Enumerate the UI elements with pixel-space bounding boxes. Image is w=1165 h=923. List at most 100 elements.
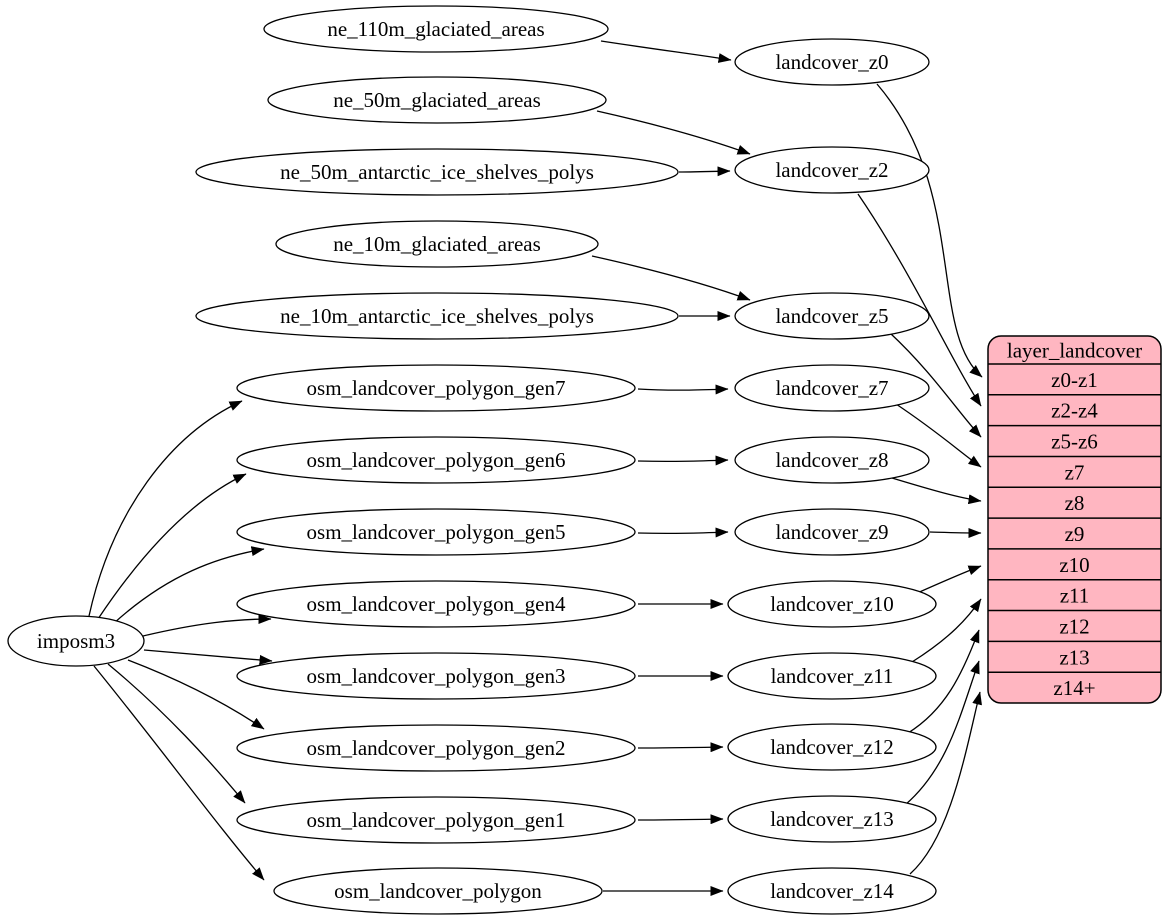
landcover-z12-shape — [727, 723, 937, 771]
landcover-z11-label: landcover_z11 — [771, 664, 894, 688]
edge-z5-to-row-z5-z6 — [889, 332, 982, 438]
osm-landcover-polygon-gen1-label: osm_landcover_polygon_gen1 — [307, 808, 566, 832]
landcover-z0-label: landcover_z0 — [775, 50, 888, 74]
node-landcover-z0: landcover_z0 — [734, 38, 930, 86]
landcover-z13-label: landcover_z13 — [770, 807, 894, 831]
landcover-z2-label: landcover_z2 — [775, 158, 888, 182]
landcover-z9-label: landcover_z9 — [775, 520, 888, 544]
landcover-z11-shape — [727, 652, 937, 700]
landcover-z8-shape — [734, 436, 930, 484]
landcover-z10-shape — [727, 580, 937, 628]
edge-gen6-to-z8 — [637, 455, 729, 466]
edge-z8-to-row-z8 — [891, 477, 982, 505]
osm-landcover-polygon-gen4-shape — [236, 580, 636, 628]
landcover-z12-label: landcover_z12 — [770, 735, 894, 759]
edge-ne10m-glaciated-to-z5 — [591, 255, 751, 301]
imposm3-label: imposm3 — [37, 629, 115, 653]
landcover-z8-label: landcover_z8 — [775, 448, 888, 472]
osm-landcover-polygon-gen1-shape — [236, 796, 636, 844]
node-osm-landcover-polygon-gen2: osm_landcover_polygon_gen2 — [236, 724, 636, 772]
ne-50m-glaciated-areas-shape — [267, 76, 607, 124]
edge-z0-to-row-z0-z1 — [876, 83, 983, 378]
record-row-z9: z9 — [1065, 522, 1085, 546]
osm-landcover-polygon-gen3-label: osm_landcover_polygon_gen3 — [307, 664, 566, 688]
node-landcover-z9: landcover_z9 — [734, 508, 930, 556]
landcover-z7-shape — [734, 364, 930, 412]
ne-110m-glaciated-areas-label: ne_110m_glaciated_areas — [327, 17, 544, 41]
node-osm-landcover-polygon-gen3: osm_landcover_polygon_gen3 — [236, 652, 636, 700]
record-title: layer_landcover — [1007, 339, 1142, 363]
osm-landcover-polygon-label: osm_landcover_polygon — [334, 879, 542, 903]
node-landcover-z8: landcover_z8 — [734, 436, 930, 484]
landcover-z5-shape — [734, 292, 930, 340]
edge-imposm3-to-gen3 — [143, 649, 273, 665]
landcover-z5-label: landcover_z5 — [775, 304, 888, 328]
node-osm-landcover-polygon: osm_landcover_polygon — [273, 867, 603, 915]
node-osm-landcover-polygon-gen4: osm_landcover_polygon_gen4 — [236, 580, 636, 628]
record-row-z12: z12 — [1059, 614, 1089, 638]
record-row-z2-z4: z2-z4 — [1051, 399, 1098, 423]
edge-z9-to-row-z9 — [929, 527, 982, 538]
imposm3-shape — [7, 615, 145, 667]
node-osm-landcover-polygon-gen6: osm_landcover_polygon_gen6 — [236, 436, 636, 484]
node-osm-landcover-polygon-gen5: osm_landcover_polygon_gen5 — [236, 508, 636, 556]
edge-gen5-to-z9 — [637, 527, 729, 538]
node-landcover-z7: landcover_z7 — [734, 364, 930, 412]
edge-ne50m-antarctic-to-z2 — [678, 166, 731, 177]
node-landcover-z10: landcover_z10 — [727, 580, 937, 628]
osm-landcover-polygon-gen5-label: osm_landcover_polygon_gen5 — [307, 520, 566, 544]
ne-10m-antarctic-ice-shelves-polys-shape — [195, 292, 679, 340]
node-landcover-z12: landcover_z12 — [727, 723, 937, 771]
node-ne-50m-antarctic-ice-shelves-polys: ne_50m_antarctic_ice_shelves_polys — [195, 148, 679, 196]
osm-landcover-polygon-gen7-shape — [236, 364, 636, 412]
node-osm-landcover-polygon-gen1: osm_landcover_polygon_gen1 — [236, 796, 636, 844]
edge-z14-to-row-z14plus — [909, 691, 982, 875]
edge-ne50m-glaciated-to-z2 — [596, 110, 751, 155]
ne-50m-glaciated-areas-label: ne_50m_glaciated_areas — [333, 88, 541, 112]
edge-layer — [88, 40, 983, 897]
node-landcover-z5: landcover_z5 — [734, 292, 930, 340]
landcover-z0-shape — [734, 38, 930, 86]
landcover-z14-label: landcover_z14 — [770, 879, 894, 903]
node-ne-10m-antarctic-ice-shelves-polys: ne_10m_antarctic_ice_shelves_polys — [195, 292, 679, 340]
landcover-z9-shape — [734, 508, 930, 556]
edge-imposm3-to-gen2 — [127, 659, 265, 730]
edge-imposm3-to-gen7 — [88, 400, 243, 617]
node-landcover-z13: landcover_z13 — [727, 795, 937, 843]
record-row-z10: z10 — [1059, 553, 1089, 577]
record-row-z8: z8 — [1065, 491, 1085, 515]
record-row-z5-z6: z5-z6 — [1051, 430, 1098, 454]
edge-gen2-to-z12 — [637, 742, 724, 753]
record-row-z11: z11 — [1060, 584, 1090, 608]
osm-landcover-polygon-gen3-shape — [236, 652, 636, 700]
osm-landcover-polygon-gen2-shape — [236, 724, 636, 772]
record-row-z0-z1: z0-z1 — [1051, 368, 1098, 392]
ne-50m-antarctic-ice-shelves-polys-label: ne_50m_antarctic_ice_shelves_polys — [280, 160, 594, 184]
node-imposm3: imposm3 — [7, 615, 145, 667]
node-osm-landcover-polygon-gen7: osm_landcover_polygon_gen7 — [236, 364, 636, 412]
ne-110m-glaciated-areas-shape — [263, 5, 609, 53]
edge-imposm3-to-gen6 — [97, 473, 247, 620]
landcover-z10-label: landcover_z10 — [770, 592, 894, 616]
edge-z7-to-row-z7 — [895, 403, 982, 468]
landcover-z7-label: landcover_z7 — [775, 376, 888, 400]
osm-landcover-polygon-gen2-label: osm_landcover_polygon_gen2 — [307, 736, 566, 760]
node-landcover-z2: landcover_z2 — [734, 146, 930, 194]
osm-landcover-polygon-gen6-shape — [236, 436, 636, 484]
record-row-z7: z7 — [1065, 460, 1085, 484]
node-landcover-z11: landcover_z11 — [727, 652, 937, 700]
osm-landcover-polygon-gen6-label: osm_landcover_polygon_gen6 — [307, 448, 566, 472]
landcover-z14-shape — [727, 867, 937, 915]
node-ne-110m-glaciated-areas: ne_110m_glaciated_areas — [263, 5, 609, 53]
edge-imposm3-to-polygon — [93, 665, 265, 881]
landcover-z13-shape — [727, 795, 937, 843]
osm-landcover-polygon-shape — [273, 867, 603, 915]
edge-gen7-to-z7 — [637, 384, 729, 395]
edge-z13-to-row-z13 — [904, 660, 980, 806]
ne-10m-glaciated-areas-shape — [275, 220, 599, 268]
record-row-z13: z13 — [1059, 645, 1089, 669]
edge-imposm3-to-gen4 — [142, 614, 272, 637]
record-layer-landcover: layer_landcover z0-z1 z2-z4 z5-z6 z7 z8 … — [987, 335, 1162, 704]
